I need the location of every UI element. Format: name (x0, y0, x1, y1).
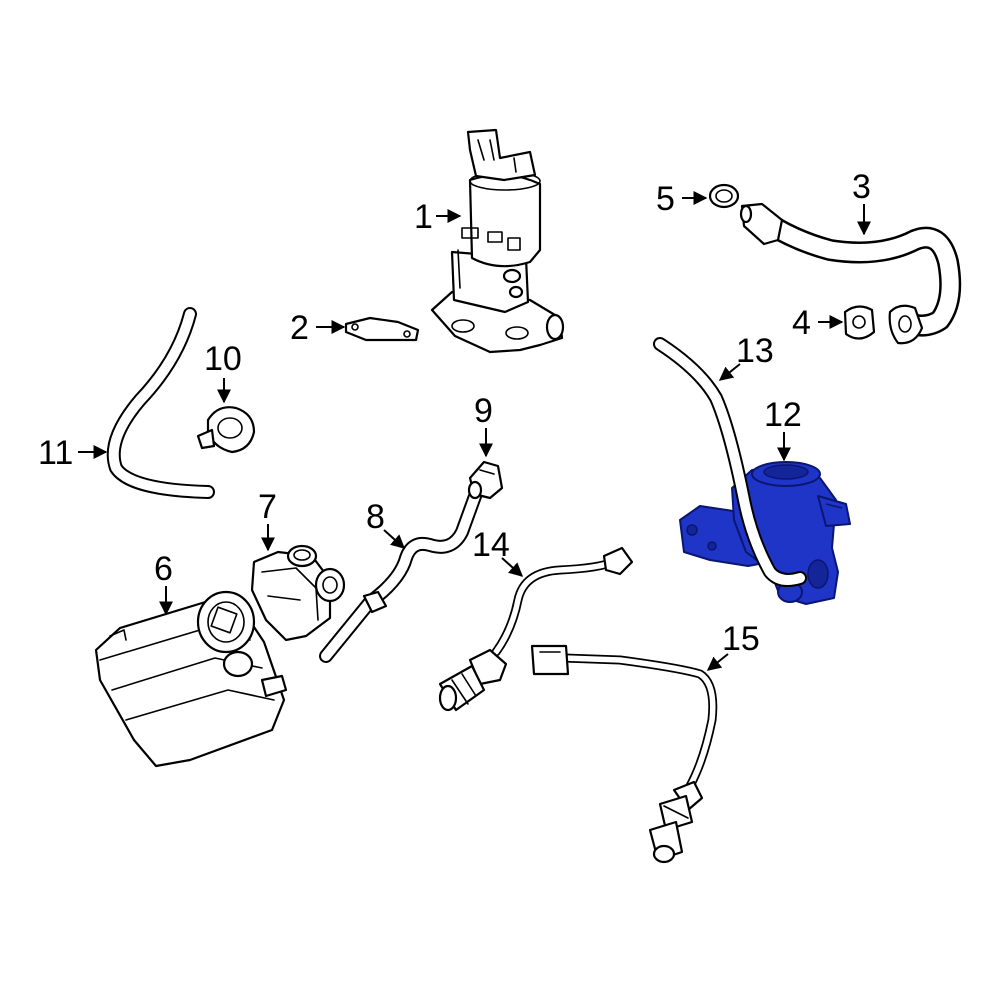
callout-labels: 1 2 3 4 5 6 7 8 9 10 11 12 13 14 15 (38, 168, 871, 658)
callout-4: 4 (792, 304, 811, 342)
part-9-vacuum-connector[interactable] (467, 460, 504, 500)
part-7-purge-valve[interactable] (250, 544, 346, 642)
part-11-hose[interactable] (106, 307, 215, 499)
callout-9: 9 (474, 392, 493, 430)
part-10-grommet[interactable] (196, 406, 256, 454)
part-15-oxygen-sensor[interactable] (530, 644, 718, 864)
callout-15: 15 (722, 620, 760, 658)
leader-13 (718, 363, 741, 381)
callout-12: 12 (764, 396, 802, 434)
leader-lines (78, 191, 871, 671)
callout-10: 10 (204, 340, 242, 378)
callout-5: 5 (656, 180, 675, 218)
part-3-egr-tube[interactable] (739, 202, 962, 345)
callout-2: 2 (290, 309, 309, 347)
part-8-vacuum-hose[interactable] (319, 481, 485, 663)
part-2-gasket[interactable] (344, 316, 420, 342)
part-1-egr-valve[interactable] (430, 128, 565, 354)
callout-13: 13 (736, 332, 774, 370)
leader-15 (706, 653, 729, 671)
callout-6: 6 (154, 550, 173, 588)
part-13-hose[interactable] (653, 337, 807, 587)
callout-11: 11 (38, 434, 73, 472)
leader-14 (501, 557, 524, 577)
part-4-gasket[interactable] (843, 305, 876, 340)
part-14-oxygen-sensor[interactable] (438, 546, 634, 712)
leader-8 (383, 529, 406, 549)
callout-14: 14 (472, 526, 510, 564)
callout-8: 8 (366, 498, 385, 536)
part-12-valve-highlighted[interactable] (679, 461, 851, 605)
part-5-o-ring[interactable] (708, 183, 740, 209)
callout-7: 7 (258, 488, 277, 526)
part-6-vapor-canister[interactable] (94, 590, 288, 768)
callout-3: 3 (852, 168, 871, 206)
callout-1: 1 (414, 198, 433, 236)
